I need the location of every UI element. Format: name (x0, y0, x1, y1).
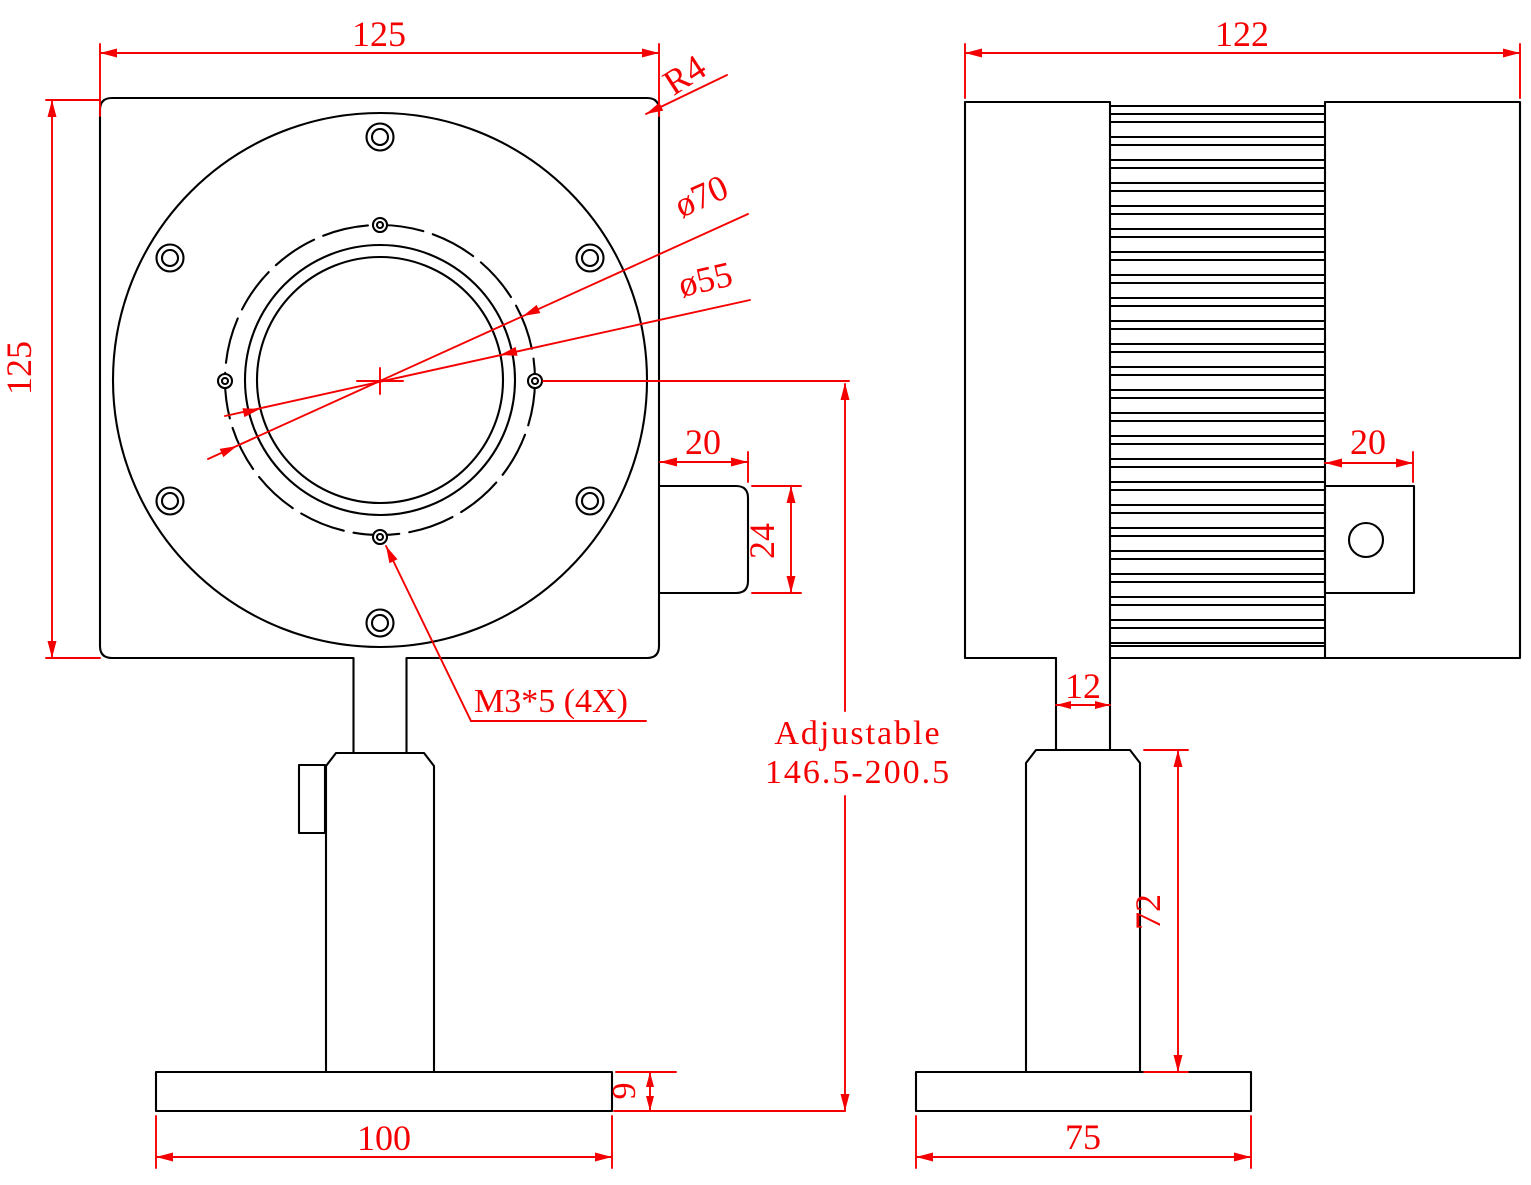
dim-base-thickness: 9 (606, 1071, 677, 1112)
base-width-side-label: 75 (1065, 1117, 1101, 1157)
connector-side (1323, 484, 1416, 595)
adjustable-label: Adjustable (774, 715, 941, 752)
dim-side-width: 122 (964, 14, 1521, 99)
aperture-circle (255, 255, 505, 505)
stem-side (1054, 656, 1112, 752)
screw-hole-upper-right (575, 243, 605, 273)
dim-connector-width-front: 20 (659, 422, 749, 483)
corner-radius-label: R4 (656, 47, 713, 103)
post-side (1024, 748, 1142, 1072)
screw-hole-upper-left (155, 243, 185, 273)
connector-width-front-label: 20 (685, 422, 721, 462)
base-width-front-label: 100 (357, 1118, 411, 1158)
stem-width-label: 12 (1065, 666, 1101, 706)
base-thickness-label: 9 (606, 1083, 643, 1100)
connector-tab-front (657, 484, 750, 595)
dim-base-width-side: 75 (915, 1115, 1252, 1169)
dim-front-height: 125 (0, 99, 101, 659)
dim-adjustable-height: Adjustable 146.5-200.5 (542, 380, 951, 1112)
m3-hole-top (371, 216, 389, 234)
dim-connector-width-side: 20 (1324, 422, 1414, 483)
adjustable-range-label: 146.5-200.5 (765, 754, 951, 791)
faceplate-screw-holes (155, 122, 605, 638)
connector-width-side-label: 20 (1350, 422, 1386, 462)
connector-hole (1347, 521, 1385, 559)
dim-corner-radius: R4 (645, 47, 728, 115)
screw-hole-lower-right (575, 486, 605, 516)
dim-front-width: 125 (99, 14, 660, 117)
post-height-label: 72 (1128, 894, 1168, 930)
m3-hole-bottom (371, 528, 389, 546)
dim-base-width-front: 100 (155, 1115, 613, 1169)
clamp-knob (297, 763, 327, 835)
screw-spec-label: M3*5 (4X) (474, 683, 628, 720)
aperture-label: ø55 (674, 254, 736, 305)
dim-post-height: 72 (1128, 749, 1189, 1073)
base-side (914, 1070, 1253, 1113)
aperture-outer-ring (243, 243, 517, 517)
heatsink (1108, 104, 1327, 660)
m3-hole-left (216, 372, 234, 390)
front-height-label: 125 (0, 341, 39, 395)
m3-hole-right (526, 372, 544, 390)
screw-hole-lower-left (155, 486, 185, 516)
m3-holes (216, 216, 544, 546)
stem-front (352, 656, 408, 755)
front-faceplate-disc (111, 111, 649, 649)
dim-connector-height: 24 (742, 485, 802, 594)
screw-hole-bottom (365, 608, 395, 638)
bolt-circle-label: ø70 (668, 167, 734, 226)
side-view: 122 20 12 72 (914, 14, 1522, 1169)
connector-height-label: 24 (742, 523, 782, 559)
front-width-label: 125 (352, 14, 406, 54)
post-front (324, 751, 436, 1072)
housing-left-block (963, 100, 1112, 660)
base-front (154, 1070, 614, 1113)
dim-stem-width: 12 (1055, 666, 1111, 709)
screw-hole-top (365, 122, 395, 152)
front-view: 125 125 R4 ø70 ø55 (0, 14, 951, 1169)
dim-screw-spec: M3*5 (4X) (385, 545, 647, 722)
side-width-label: 122 (1215, 14, 1269, 54)
